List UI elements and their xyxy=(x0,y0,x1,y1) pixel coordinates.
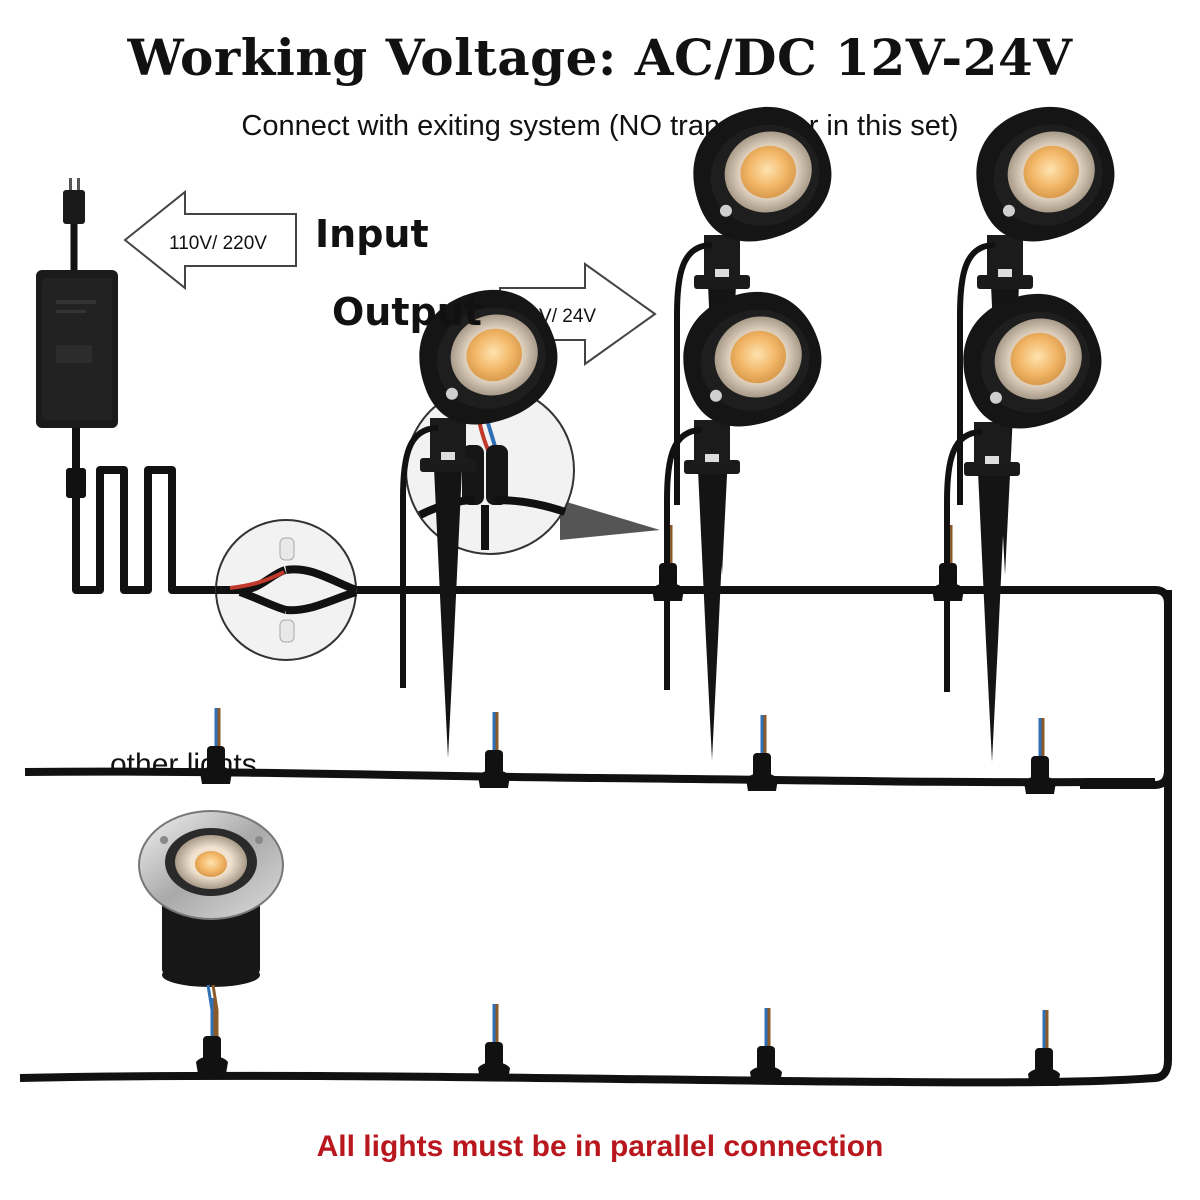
plug-icon xyxy=(63,178,85,270)
arrow-left-icon: 110V/ 220V xyxy=(123,189,297,291)
spotlight-icon xyxy=(664,274,838,760)
inground-light-icon xyxy=(138,810,284,1050)
tee-connector xyxy=(476,710,512,790)
output-label: Output xyxy=(332,290,482,334)
input-arrow-text: 110V/ 220V xyxy=(169,233,267,254)
splice-detail-icon xyxy=(215,519,358,661)
input-label: Input xyxy=(315,212,429,256)
power-adapter-icon xyxy=(36,178,232,594)
tee-connector xyxy=(744,713,780,793)
diagram-title: Working Voltage: AC/DC 12V-24V xyxy=(127,28,1073,87)
parallel-connection-note: All lights must be in parallel connectio… xyxy=(316,1130,884,1163)
spotlight-icon xyxy=(944,276,1118,762)
other-lights-label: other lights xyxy=(110,748,257,781)
diagram-subtitle: Connect with exiting system (NO transfor… xyxy=(241,110,959,142)
tee-connector xyxy=(1022,716,1058,796)
